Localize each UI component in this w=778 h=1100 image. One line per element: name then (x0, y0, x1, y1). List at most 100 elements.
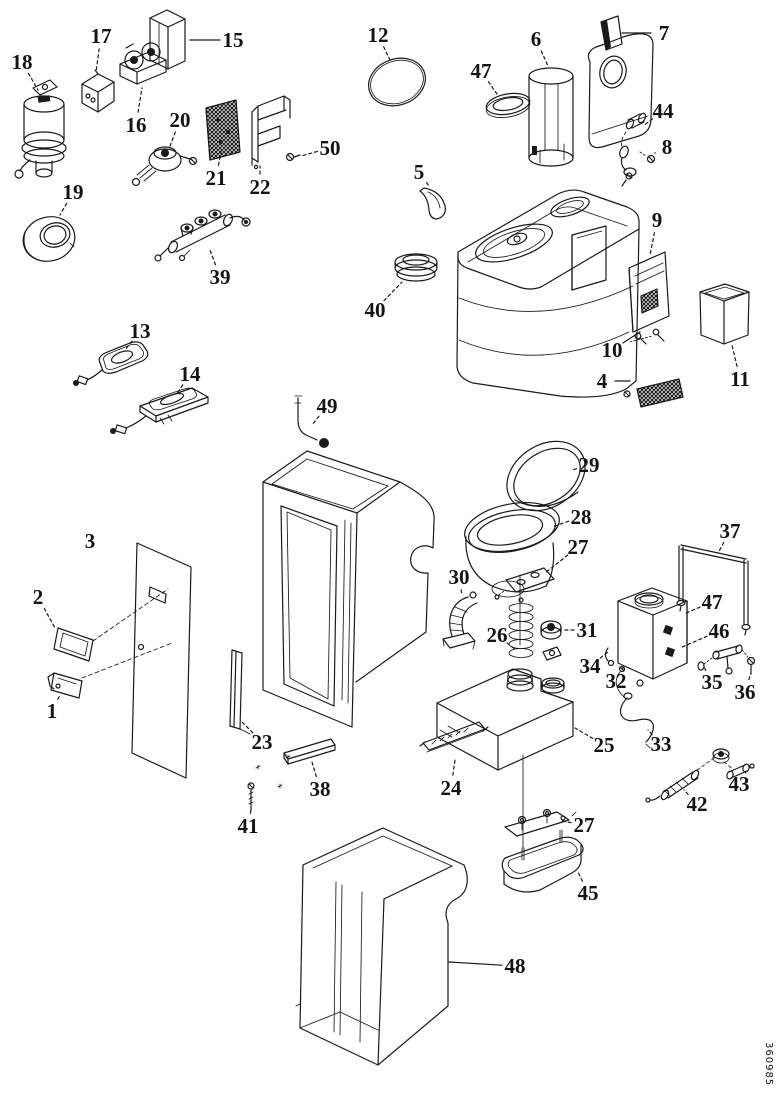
leader-line-48 (448, 961, 503, 966)
part-bowl-28 (464, 502, 560, 598)
callout-9: 9 (652, 208, 663, 232)
leader-lines (27, 32, 752, 966)
part-panel-3 (131, 542, 192, 779)
part-hose-fittings-44-8 (619, 112, 656, 177)
callout-5: 5 (414, 160, 425, 184)
callout-24: 24 (441, 776, 463, 800)
callout-43: 43 (729, 772, 750, 796)
callout-4: 4 (597, 369, 608, 393)
callout-50: 50 (320, 136, 341, 160)
leader-line-27 (561, 820, 572, 824)
part-sleeve-6 (528, 67, 574, 167)
leader-line-36 (748, 672, 752, 681)
callout-33: 33 (651, 732, 672, 756)
callout-23: 23 (252, 730, 273, 754)
part-bracket-27-lower (504, 808, 577, 837)
leader-line-9 (649, 232, 656, 256)
callout-40: 40 (365, 298, 386, 322)
leader-line-6 (540, 50, 549, 67)
callout-25: 25 (594, 733, 615, 757)
part-hose-30 (442, 591, 478, 650)
callout-45: 45 (578, 881, 599, 905)
part-flush-tank-47 (617, 587, 688, 687)
callout-1: 1 (47, 699, 58, 723)
leader-line-26 (506, 642, 517, 651)
part-upipe-37 (676, 544, 751, 636)
leader-line-50 (300, 150, 319, 157)
callout-37: 37 (720, 519, 741, 543)
callout-47: 47 (471, 59, 492, 83)
callout-17: 17 (91, 24, 112, 48)
part-impeller-20 (131, 146, 198, 187)
leader-line-2 (43, 607, 56, 629)
part-bottle-7 (587, 15, 654, 149)
leader-line-30 (460, 589, 463, 596)
callout-2: 2 (33, 585, 44, 609)
callout-35: 35 (702, 670, 723, 694)
part-base-25 (436, 574, 574, 849)
leader-line-17 (95, 48, 100, 73)
callout-31: 31 (577, 618, 598, 642)
part-handle-5 (419, 187, 446, 220)
part-cable-49 (294, 395, 329, 448)
document-number: 360985 (763, 1041, 774, 1086)
part-oring-12 (368, 57, 426, 107)
part-main-housing (262, 450, 435, 728)
part-service-door-9-10 (628, 251, 670, 345)
leader-line-45 (577, 871, 584, 882)
callout-27: 27 (574, 813, 595, 837)
leader-line-37 (717, 541, 725, 554)
leader-line-44 (642, 118, 654, 127)
callout-7: 7 (659, 21, 670, 45)
leader-line-12 (383, 46, 391, 61)
leader-line-1 (57, 694, 61, 700)
part-clip-2 (53, 588, 169, 662)
part-relay-17 (81, 69, 115, 113)
callout-13: 13 (130, 319, 151, 343)
callout-39: 39 (210, 265, 231, 289)
leader-line-19 (59, 202, 68, 216)
leader-line-29 (571, 468, 578, 471)
part-screw-50 (285, 152, 301, 162)
leader-line-16 (137, 87, 143, 113)
leader-line-46 (679, 635, 708, 649)
leader-line-24 (452, 759, 456, 776)
leader-line-39 (209, 249, 217, 266)
part-pump-fittings-42-43 (645, 748, 755, 803)
callout-47: 47 (702, 590, 723, 614)
callout-20: 20 (170, 108, 191, 132)
callout-36: 36 (735, 680, 756, 704)
part-water-valve-18 (14, 79, 67, 179)
callout-10: 10 (602, 338, 623, 362)
callout-28: 28 (571, 505, 592, 529)
callout-44: 44 (653, 99, 675, 123)
part-coupling-40 (394, 253, 438, 282)
leader-line-47 (683, 606, 701, 615)
callout-22: 22 (250, 175, 271, 199)
leader-line-32 (621, 665, 625, 671)
part-switch-13 (73, 341, 149, 386)
part-switch-plate-14 (110, 387, 209, 435)
leader-line-27 (544, 554, 569, 574)
part-vent-4 (623, 378, 684, 408)
leader-line-42 (683, 789, 689, 796)
callout-27: 27 (568, 535, 589, 559)
part-strip-24 (419, 721, 489, 753)
leader-line-14 (177, 384, 184, 393)
part-seal-disc-47 (485, 92, 531, 118)
leader-line-10 (622, 331, 641, 344)
leader-line-5 (425, 181, 430, 187)
callout-6: 6 (531, 27, 542, 51)
callout-15: 15 (223, 28, 244, 52)
leader-line-35 (703, 666, 707, 672)
leader-line-38 (311, 761, 317, 778)
callout-30: 30 (449, 565, 470, 589)
callout-32: 32 (606, 669, 627, 693)
callout-49: 49 (317, 394, 338, 418)
part-screws-41 (247, 754, 291, 811)
callout-8: 8 (662, 135, 673, 159)
part-grommet-19 (22, 216, 76, 262)
part-bracket-22 (251, 95, 291, 170)
callout-3: 3 (85, 529, 96, 553)
part-strip-38 (283, 738, 336, 765)
